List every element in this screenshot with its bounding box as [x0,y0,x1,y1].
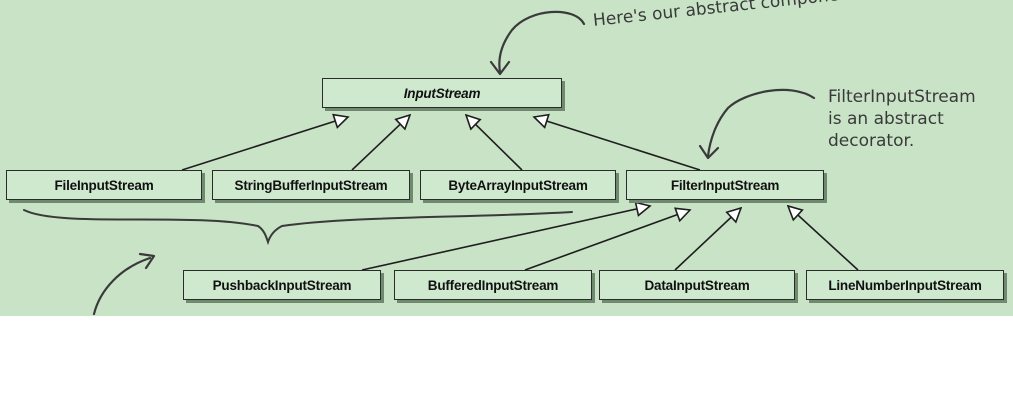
inheritance-connectors [23,10,859,316]
class-box-buffered-input-stream: BufferedInputStream [394,270,592,300]
class-label: PushbackInputStream [212,277,352,293]
class-label: StringBufferInputStream [234,177,388,193]
class-label: InputStream [403,85,481,101]
inherit-line-buffered [524,210,690,271]
handdrawn-arrowhead-brace [138,252,156,270]
class-label: ByteArrayInputStream [448,177,588,193]
class-label: BufferedInputStream [427,277,559,293]
inherit-line-pushback [361,206,650,271]
note-abstract-decorator: FilterInputStream is an abstract decorat… [828,86,976,152]
note-line: FilterInputStream [828,87,976,107]
handdrawn-brace [23,209,573,246]
class-label: DataInputStream [644,277,750,293]
class-box-line-number-input-stream: LineNumberInputStream [806,270,1004,300]
note-line: decorator. [828,131,915,151]
class-box-input-stream: InputStream [322,78,562,108]
handdrawn-arrow-to-decorator [706,88,816,158]
handdrawn-arrow-to-component [498,10,586,74]
class-box-file-input-stream: FileInputStream [6,170,202,200]
class-box-filter-input-stream: FilterInputStream [626,170,824,200]
class-label: LineNumberInputStream [828,277,982,293]
handdrawn-arrowhead-decorator [698,144,720,160]
inherit-line-data [674,208,741,271]
inherit-line-linenumber [788,206,859,271]
inherit-line-file [181,117,348,171]
class-box-pushback-input-stream: PushbackInputStream [183,270,381,300]
handdrawn-arrow-to-brace [92,256,152,316]
inherit-line-stringbuffer [351,115,410,171]
inherit-line-bytearray [466,115,523,171]
class-box-byte-array-input-stream: ByteArrayInputStream [420,170,616,200]
class-box-string-buffer-input-stream: StringBufferInputStream [212,170,410,200]
diagram-background [0,0,1013,316]
class-label: FilterInputStream [670,177,780,193]
class-box-data-input-stream: DataInputStream [599,270,795,300]
class-label: FileInputStream [54,177,154,193]
handdrawn-arrowhead-component [489,60,511,76]
note-line: is an abstract [828,109,944,129]
inherit-line-filter [534,117,701,171]
